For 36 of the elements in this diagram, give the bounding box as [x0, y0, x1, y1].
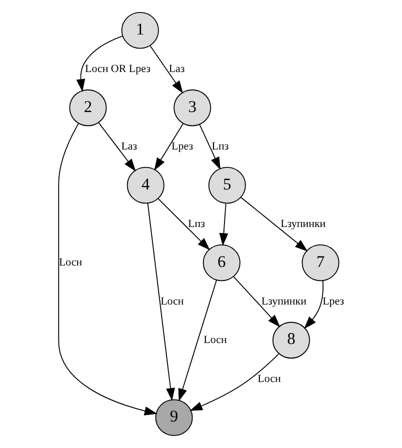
edge-label: Lосн	[58, 256, 82, 269]
edge-label: Lрез	[322, 295, 344, 308]
arrow	[189, 354, 279, 411]
node-circle: 7	[301, 244, 339, 282]
arrow	[198, 124, 220, 170]
arrow	[154, 123, 184, 171]
edge-label: Lрез	[171, 140, 193, 152]
arrow	[232, 276, 280, 328]
arrow	[303, 280, 323, 330]
edge-label: Lпз	[188, 218, 204, 230]
edge-label: Lосн	[257, 372, 280, 385]
node-circle: 9	[154, 399, 192, 436]
arrow	[157, 198, 210, 250]
edge-label: Lосн OR Lрез	[84, 62, 150, 75]
arrow	[58, 122, 157, 416]
node-circle: 3	[173, 89, 211, 126]
edge-label: Lосн	[203, 334, 226, 346]
edge-label: Lзупинки	[280, 218, 326, 230]
arrow	[76, 36, 123, 92]
node-circle: 1	[120, 12, 158, 49]
arrow	[218, 203, 228, 246]
edge-label: Lзупинки	[260, 295, 306, 308]
edge-label: Lосн	[160, 295, 184, 308]
node-circle: 4	[126, 166, 164, 204]
node-circle: 6	[202, 244, 240, 282]
arrow	[146, 203, 174, 401]
node-circle: 8	[272, 322, 310, 359]
node-circle: 2	[68, 89, 106, 126]
node-circle: 5	[208, 166, 246, 204]
arrow	[240, 196, 308, 252]
arrow	[149, 45, 183, 94]
edge-label: Lаз	[168, 62, 184, 75]
arrow	[98, 122, 136, 172]
edge-label: Lаз	[120, 140, 137, 152]
edge-label: Lпз	[211, 140, 228, 152]
arrow	[178, 280, 216, 402]
